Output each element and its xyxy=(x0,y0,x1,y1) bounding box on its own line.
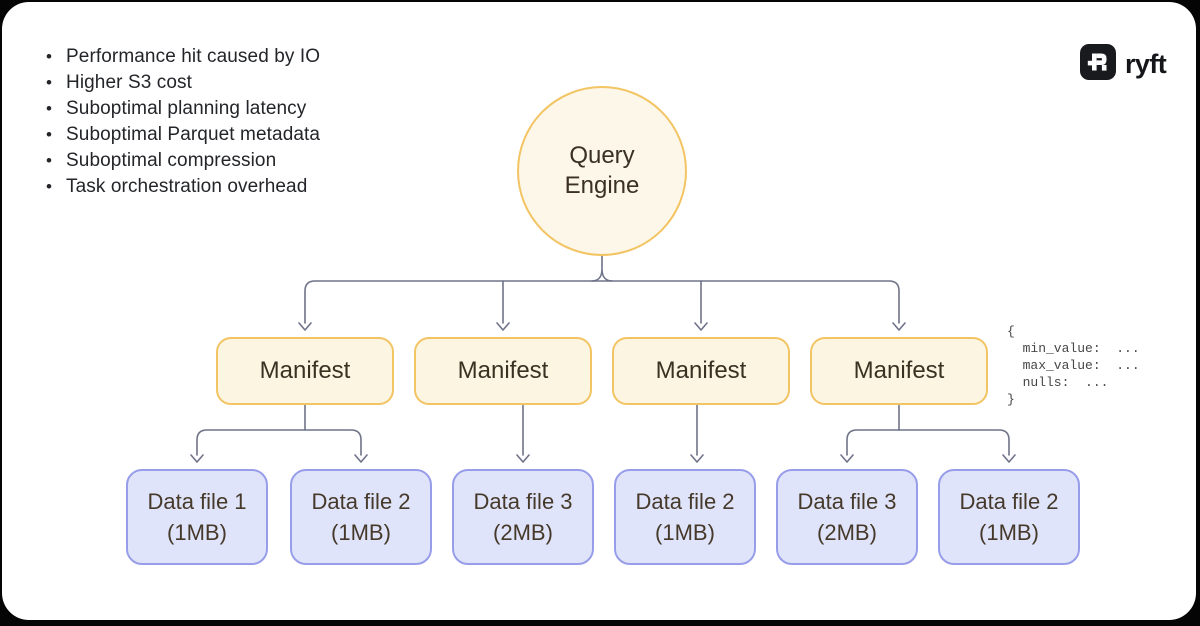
datafile-size: (1MB) xyxy=(979,520,1039,545)
issue-item: Performance hit caused by IO xyxy=(42,44,320,70)
datafile-size: (1MB) xyxy=(167,520,227,545)
ryft-logo-icon xyxy=(1080,44,1116,85)
query-engine-label-line2: Engine xyxy=(564,172,640,199)
brand-logo: ryft xyxy=(1080,44,1167,85)
arrowhead xyxy=(840,454,854,463)
edge-rail-top xyxy=(304,280,900,324)
manifest-label: Manifest xyxy=(259,357,351,384)
edge-manifest4-fork xyxy=(846,429,1010,456)
code-line: nulls: ... xyxy=(1007,375,1109,390)
datafile-name: Data file 3 xyxy=(797,489,897,514)
arrowhead xyxy=(496,322,510,331)
arrowhead xyxy=(298,322,312,331)
issue-item: Suboptimal Parquet metadata xyxy=(42,122,320,148)
arrowhead xyxy=(354,454,368,463)
arrowhead xyxy=(190,454,204,463)
datafile-node-4: Data file 2 (1MB) xyxy=(614,469,756,565)
brand-name: ryft xyxy=(1125,49,1167,79)
datafile-node-3: Data file 3 (2MB) xyxy=(452,469,594,565)
issue-item: Higher S3 cost xyxy=(42,70,320,96)
metadata-code-snippet: { min_value: ... max_value: ... nulls: .… xyxy=(1007,323,1140,408)
arrowhead xyxy=(690,454,704,463)
datafile-name: Data file 1 xyxy=(147,489,247,514)
datafile-size: (2MB) xyxy=(817,520,877,545)
datafile-name: Data file 2 xyxy=(311,489,411,514)
manifest-label: Manifest xyxy=(853,357,945,384)
arrowhead xyxy=(892,322,906,331)
manifest-node-2: Manifest xyxy=(414,337,592,405)
arrowhead xyxy=(1002,454,1016,463)
arrowhead xyxy=(694,322,708,331)
arrowhead xyxy=(516,454,530,463)
datafile-node-2: Data file 2 (1MB) xyxy=(290,469,432,565)
manifest-node-3: Manifest xyxy=(612,337,790,405)
issues-list: Performance hit caused by IO Higher S3 c… xyxy=(42,44,320,200)
datafile-size: (1MB) xyxy=(655,520,715,545)
datafile-node-5: Data file 3 (2MB) xyxy=(776,469,918,565)
code-line: { xyxy=(1007,324,1015,339)
issue-item: Suboptimal planning latency xyxy=(42,96,320,122)
query-engine-label-line1: Query xyxy=(569,142,635,169)
datafile-name: Data file 3 xyxy=(473,489,573,514)
datafile-size: (1MB) xyxy=(331,520,391,545)
manifest-node-4: Manifest xyxy=(810,337,988,405)
code-line: } xyxy=(1007,392,1015,407)
code-line: max_value: ... xyxy=(1007,358,1140,373)
edge-root-stem xyxy=(591,254,613,282)
manifest-label: Manifest xyxy=(655,357,747,384)
code-line: min_value: ... xyxy=(1007,341,1140,356)
issue-item: Task orchestration overhead xyxy=(42,174,320,200)
datafile-name: Data file 2 xyxy=(959,489,1059,514)
datafile-size: (2MB) xyxy=(493,520,553,545)
edge-manifest1-fork xyxy=(196,429,362,456)
issue-item: Suboptimal compression xyxy=(42,148,320,174)
query-engine-node: Query Engine xyxy=(517,86,687,256)
datafile-name: Data file 2 xyxy=(635,489,735,514)
datafile-node-6: Data file 2 (1MB) xyxy=(938,469,1080,565)
manifest-label: Manifest xyxy=(457,357,549,384)
datafile-node-1: Data file 1 (1MB) xyxy=(126,469,268,565)
manifest-node-1: Manifest xyxy=(216,337,394,405)
